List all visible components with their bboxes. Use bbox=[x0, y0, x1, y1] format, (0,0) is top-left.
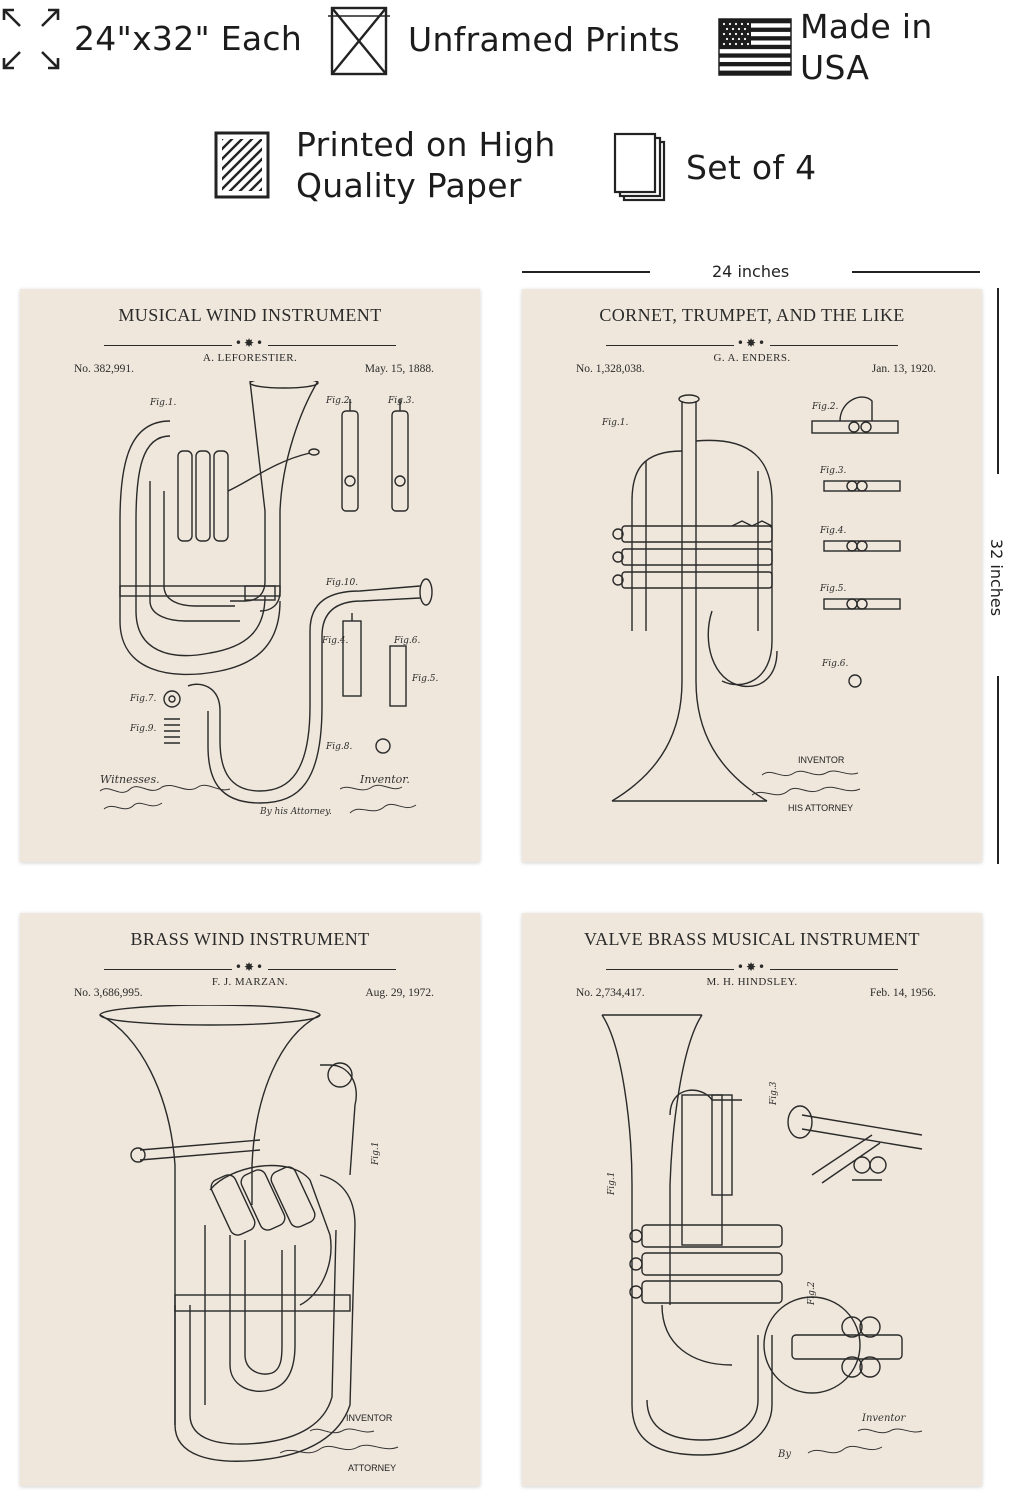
unframed-label: Unframed Prints bbox=[408, 20, 680, 60]
inventor-label: Inventor bbox=[862, 1413, 906, 1424]
print-musical-wind-instrument: MUSICAL WIND INSTRUMENT •✸• A. LEFORESTI… bbox=[20, 289, 480, 862]
signature-marks bbox=[99, 784, 417, 814]
ornament: •✸• bbox=[234, 336, 266, 350]
fig-label: Fig.6. bbox=[821, 659, 848, 669]
fig-label: Fig.1 bbox=[371, 1142, 381, 1166]
attorney-label: HIS ATTORNEY bbox=[788, 803, 854, 813]
print-title: CORNET, TRUMPET, AND THE LIKE bbox=[599, 305, 905, 325]
fig-label: Fig.8. bbox=[325, 742, 352, 752]
fig-label: Fig.5. bbox=[411, 674, 438, 684]
fig-label: Fig.2 bbox=[807, 1281, 817, 1306]
origin-label: Made in USA bbox=[800, 7, 933, 88]
print-cornet-trumpet: CORNET, TRUMPET, AND THE LIKE •✸• G. A. … bbox=[522, 289, 982, 862]
fig-label: Fig.3. bbox=[387, 396, 414, 406]
attorney-label: ATTORNEY bbox=[348, 1463, 397, 1473]
ornament: •✸• bbox=[234, 960, 266, 974]
print-inventor: A. LEFORESTIER. bbox=[202, 352, 298, 364]
inventor-label: INVENTOR bbox=[346, 1413, 393, 1423]
title-rule: •✸• bbox=[606, 337, 898, 351]
fig-label: Fig.4. bbox=[321, 636, 348, 646]
feature-size: 24"x32" Each bbox=[0, 6, 302, 72]
print-patent-number: No. 382,991. bbox=[74, 363, 135, 375]
print-date: Jan. 13, 1920. bbox=[871, 363, 936, 375]
fig-label: Fig.2. bbox=[811, 402, 838, 412]
fig-label: Fig.9. bbox=[129, 724, 156, 734]
euphonium-drawing: Fig.1. Fig.2. Fig.3. Fig.10. Fig.4. Fig.… bbox=[60, 377, 450, 851]
trumpet-drawing: Fig.1. Fig.2. Fig.3. Fig.4. Fig.5. Fig.6… bbox=[562, 381, 952, 851]
crossed-frame-icon bbox=[326, 4, 392, 76]
valve-instrument-drawing: Fig.1 Fig.2 Fig.3 Inventor By bbox=[562, 1005, 952, 1475]
stacked-sheets-icon bbox=[612, 132, 668, 204]
width-label: 24 inches bbox=[712, 262, 790, 281]
inventor-label: Inventor. bbox=[360, 773, 410, 786]
feature-origin: Made in USA bbox=[718, 6, 1012, 89]
print-date: May. 15, 1888. bbox=[364, 363, 434, 375]
fig-label: Fig.7. bbox=[129, 694, 156, 704]
fig-label: Fig.3 bbox=[769, 1081, 779, 1106]
attorney-label: By his Attorney. bbox=[260, 807, 332, 817]
width-line-right bbox=[852, 271, 980, 273]
print-valve-brass-musical-instrument: VALVE BRASS MUSICAL INSTRUMENT •✸• M. H.… bbox=[522, 913, 982, 1486]
size-label: 24"x32" Each bbox=[74, 19, 303, 59]
fig-label: Fig.5. bbox=[819, 584, 846, 594]
height-line-bottom bbox=[997, 676, 999, 864]
height-dimension: 32 inches bbox=[986, 288, 1010, 864]
print-inventor: M. H. HINDSLEY. bbox=[706, 976, 798, 988]
expand-arrows-icon bbox=[0, 6, 62, 72]
print-title: MUSICAL WIND INSTRUMENT bbox=[118, 305, 382, 325]
signature-marks bbox=[279, 1428, 399, 1454]
height-label: 32 inches bbox=[987, 538, 1007, 617]
print-title: VALVE BRASS MUSICAL INSTRUMENT bbox=[584, 929, 920, 949]
fig-label: Fig.3. bbox=[819, 466, 846, 476]
paper-label: Printed on High Quality Paper bbox=[296, 124, 556, 207]
title-rule: •✸• bbox=[104, 337, 396, 351]
hatched-paper-icon bbox=[212, 129, 272, 201]
feature-set: Set of 4 bbox=[612, 132, 816, 204]
fig-label: Fig.1. bbox=[149, 398, 176, 408]
fig-label: Fig.4. bbox=[819, 526, 846, 536]
print-date: Aug. 29, 1972. bbox=[365, 987, 434, 999]
feature-unframed: Unframed Prints bbox=[326, 4, 680, 76]
signature-marks bbox=[807, 1428, 923, 1454]
attorney-label: By bbox=[778, 1449, 791, 1460]
print-inventor: F. J. MARZAN. bbox=[211, 976, 289, 988]
inventor-label: INVENTOR bbox=[798, 755, 845, 765]
height-line-top bbox=[997, 288, 999, 474]
title-rule: •✸• bbox=[606, 961, 898, 975]
print-patent-number: No. 1,328,038. bbox=[576, 363, 645, 375]
print-patent-number: No. 2,734,417. bbox=[576, 987, 645, 999]
print-brass-wind-instrument: BRASS WIND INSTRUMENT •✸• F. J. MARZAN. … bbox=[20, 913, 480, 1486]
print-patent-number: No. 3,686,995. bbox=[74, 987, 143, 999]
fig-label: Fig.1. bbox=[601, 418, 628, 428]
paper-label-line2: Quality Paper bbox=[296, 166, 522, 206]
ornament: •✸• bbox=[736, 336, 768, 350]
print-inventor: G. A. ENDERS. bbox=[713, 352, 791, 364]
ornament: •✸• bbox=[736, 960, 768, 974]
witnesses-label: Witnesses. bbox=[100, 773, 160, 786]
width-dimension: 24 inches bbox=[522, 260, 982, 284]
print-date: Feb. 14, 1956. bbox=[869, 987, 936, 999]
title-rule: •✸• bbox=[104, 961, 396, 975]
feature-paper: Printed on High Quality Paper bbox=[212, 124, 556, 207]
width-line-left bbox=[522, 271, 650, 273]
print-title: BRASS WIND INSTRUMENT bbox=[130, 929, 370, 949]
us-flag-icon bbox=[718, 18, 792, 76]
fig-label: Fig.10. bbox=[325, 578, 358, 588]
signature-marks bbox=[751, 770, 861, 796]
fig-label: Fig.1 bbox=[607, 1172, 617, 1196]
fig-label: Fig.6. bbox=[393, 636, 420, 646]
set-label: Set of 4 bbox=[686, 148, 817, 188]
fig-label: Fig.2. bbox=[325, 396, 352, 406]
paper-label-line1: Printed on High bbox=[296, 125, 556, 164]
tuba-drawing: Fig.1 INVENTOR ATTORNEY bbox=[60, 1004, 450, 1475]
